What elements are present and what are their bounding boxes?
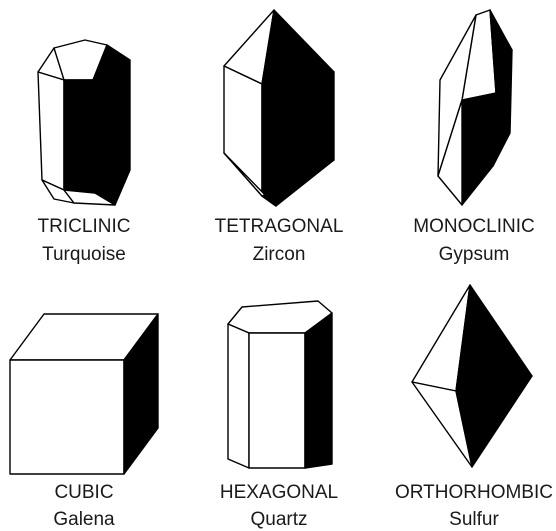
- orthorhombic-system-label: ORTHORHOMBIC: [395, 482, 553, 503]
- orthorhombic-top-right-face: [456, 285, 532, 391]
- cubic-crystal: [10, 314, 158, 474]
- monoclinic-system-label: MONOCLINIC: [413, 216, 534, 237]
- tetragonal-crystal: [224, 10, 334, 206]
- triclinic-crystal: [38, 40, 130, 205]
- orthorhombic-crystal: [412, 285, 532, 467]
- cubic-mineral-label: Galena: [53, 509, 115, 530]
- tetragonal-system-label: TETRAGONAL: [215, 216, 344, 237]
- hexagonal-mineral-label: Quartz: [250, 509, 307, 530]
- triclinic-right-face: [93, 45, 130, 205]
- triclinic-system-label: TRICLINIC: [38, 216, 131, 237]
- hexagonal-left-face: [228, 324, 249, 468]
- hexagonal-crystal: [228, 301, 332, 468]
- triclinic-mineral-label: Turquoise: [42, 244, 126, 265]
- cubic-system-label: CUBIC: [54, 482, 113, 503]
- monoclinic-crystal: [438, 10, 512, 205]
- cubic-front-face: [10, 360, 124, 474]
- tetragonal-top-right-face: [262, 10, 334, 84]
- hexagonal-front-face: [249, 333, 305, 468]
- triclinic-front-face: [64, 80, 95, 193]
- tetragonal-prism-left-face: [224, 66, 262, 196]
- triclinic-left-face: [38, 72, 64, 190]
- hexagonal-system-label: HEXAGONAL: [220, 482, 338, 503]
- monoclinic-mineral-label: Gypsum: [439, 244, 510, 265]
- orthorhombic-mineral-label: Sulfur: [449, 509, 499, 530]
- monoclinic-front-face: [462, 93, 496, 205]
- tetragonal-mineral-label: Zircon: [253, 244, 306, 265]
- hexagonal-right-face: [305, 313, 332, 468]
